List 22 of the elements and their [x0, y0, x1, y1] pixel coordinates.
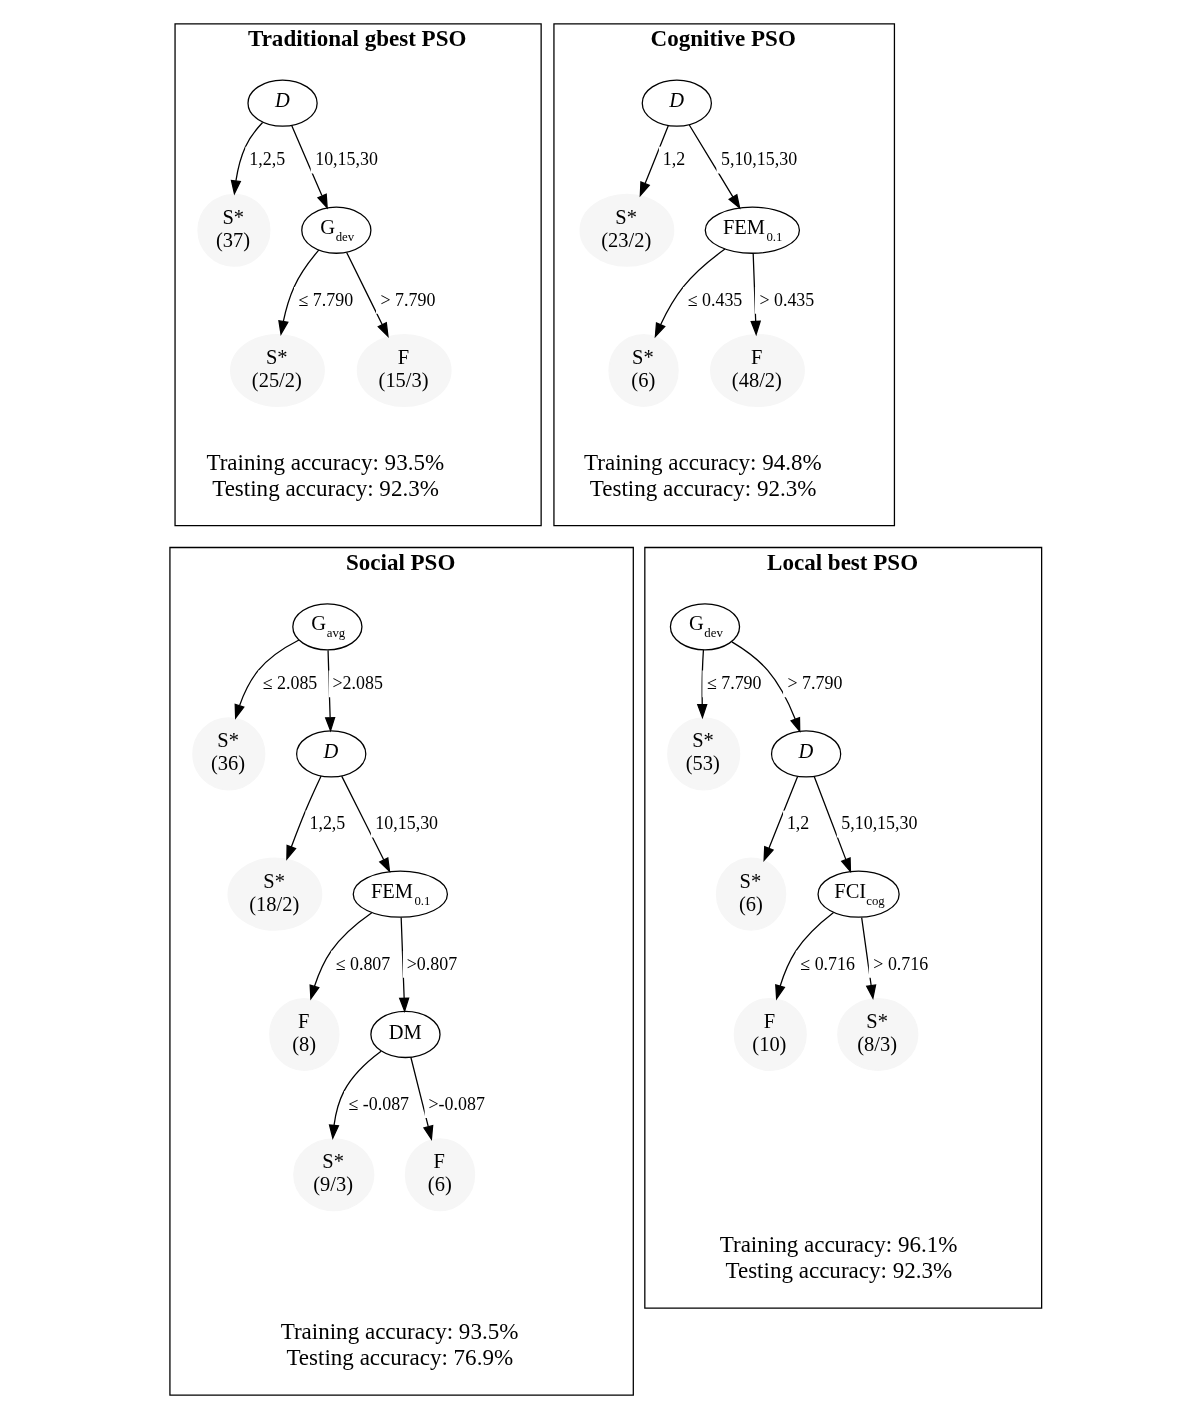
edge-label: 10,15,30 — [314, 149, 378, 170]
edge-label: > 7.790 — [787, 673, 842, 694]
edge-label: >2.085 — [331, 673, 383, 694]
edge-label: 5,10,15,30 — [720, 149, 797, 170]
edge-label: 1,2 — [662, 149, 685, 170]
edge-label: ≤ -0.087 — [347, 1093, 409, 1114]
edge-label: ≤ 2.085 — [262, 673, 317, 694]
edge-label: ≤ 0.716 — [799, 953, 855, 974]
edge-label: > 0.435 — [758, 289, 814, 310]
edge-label: ≤ 7.790 — [298, 289, 353, 310]
edge-label: ≤ 0.807 — [335, 953, 390, 974]
edge-label: 1,2,5 — [248, 149, 285, 170]
edge-label: 10,15,30 — [374, 813, 438, 834]
edge-label: 1,2 — [786, 813, 809, 834]
edge-label: 1,2,5 — [308, 813, 345, 834]
edge-label: >-0.087 — [428, 1093, 485, 1114]
edge-label: >0.807 — [406, 953, 457, 974]
edge-label: 5,10,15,30 — [840, 813, 917, 834]
edge-label: ≤ 7.790 — [706, 673, 761, 694]
edge-label: ≤ 0.435 — [687, 289, 742, 310]
edge-label: > 7.790 — [380, 289, 435, 310]
edge-label: > 0.716 — [872, 953, 928, 974]
